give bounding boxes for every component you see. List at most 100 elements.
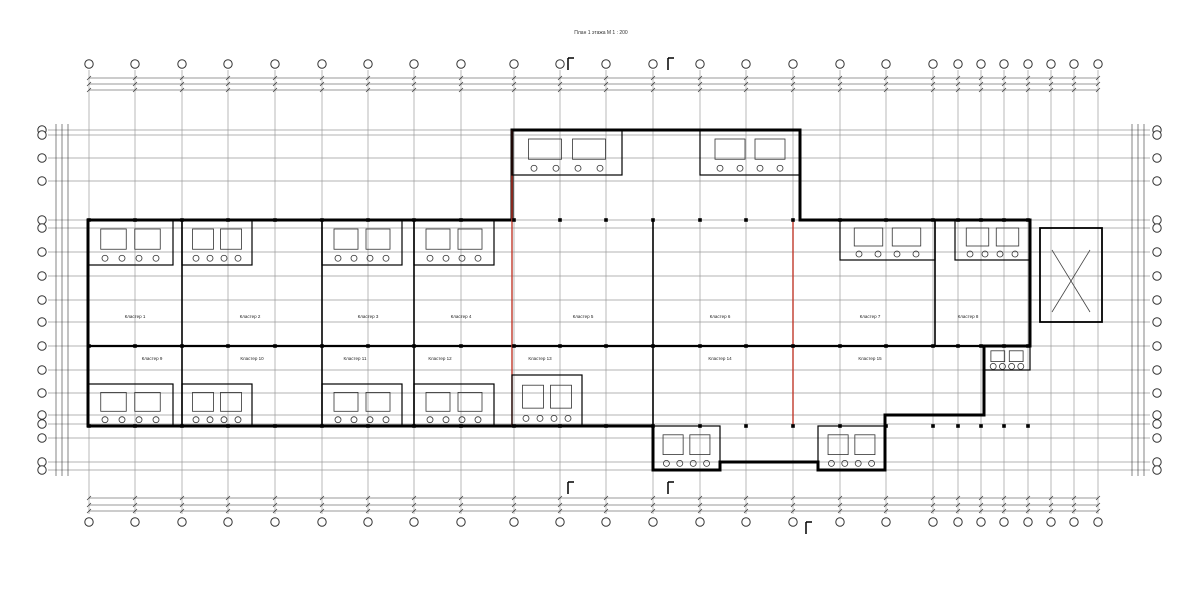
dimension-tick bbox=[411, 75, 417, 81]
dimension-tick bbox=[458, 495, 464, 501]
axis-bubble-top bbox=[788, 59, 798, 69]
dimension-tick bbox=[557, 508, 563, 514]
fixture-symbol bbox=[564, 414, 572, 422]
dimension-tick bbox=[650, 508, 656, 514]
room-label-upper: Кластер 4 bbox=[451, 314, 472, 319]
fixture-symbol bbox=[426, 416, 434, 424]
fixture-symbol bbox=[522, 414, 530, 422]
fixture-symbol bbox=[868, 459, 875, 467]
axis-bubble-right bbox=[1152, 388, 1162, 398]
dimension-tick bbox=[179, 508, 185, 514]
service-room bbox=[87, 383, 174, 427]
axis-bubble-left bbox=[37, 465, 47, 475]
axis-bubble-right bbox=[1152, 247, 1162, 257]
axis-bubble-right bbox=[1152, 317, 1162, 327]
service-room bbox=[181, 219, 253, 266]
dimension-tick bbox=[458, 75, 464, 81]
axis-bubble-top bbox=[928, 59, 938, 69]
dimension-tick bbox=[272, 75, 278, 81]
wc-cubicle bbox=[192, 228, 214, 250]
fixture-symbol bbox=[350, 254, 358, 262]
fixture-symbol bbox=[382, 416, 390, 424]
dimension-tick bbox=[978, 81, 984, 87]
dimension-tick bbox=[511, 502, 517, 508]
fixture-symbol bbox=[689, 459, 697, 467]
dimension-tick bbox=[883, 75, 889, 81]
axis-bubble-bottom bbox=[456, 517, 466, 527]
structural-column bbox=[979, 344, 983, 348]
axis-bubble-bottom bbox=[317, 517, 327, 527]
axis-bubble-bottom bbox=[130, 517, 140, 527]
dimension-tick bbox=[790, 87, 796, 93]
structural-column bbox=[604, 218, 608, 222]
wc-cubicle bbox=[550, 384, 572, 409]
axis-bubble-left bbox=[37, 365, 47, 375]
fixture-symbol bbox=[458, 254, 466, 262]
axis-bubble-left bbox=[37, 247, 47, 257]
dimension-tick bbox=[1071, 81, 1077, 87]
service-room bbox=[413, 383, 495, 427]
dimension-tick bbox=[883, 81, 889, 87]
axis-bubble-top bbox=[1046, 59, 1056, 69]
axis-bubble-bottom bbox=[1023, 517, 1033, 527]
dimension-tick bbox=[365, 81, 371, 87]
axis-bubble-top bbox=[835, 59, 845, 69]
structural-column bbox=[273, 218, 277, 222]
axis-bubble-bottom bbox=[363, 517, 373, 527]
fixture-symbol bbox=[736, 164, 744, 172]
fixture-symbol bbox=[152, 416, 160, 424]
drawing-title: План 1 этажа М 1 : 200 bbox=[574, 30, 628, 36]
wc-cubicle bbox=[827, 434, 849, 455]
dimension-tick bbox=[883, 495, 889, 501]
dimension-tick bbox=[458, 502, 464, 508]
service-room bbox=[839, 219, 936, 261]
fixture-symbol bbox=[152, 254, 160, 262]
dimension-tick bbox=[955, 81, 961, 87]
axis-bubble-right bbox=[1152, 419, 1162, 429]
fixture-symbol bbox=[426, 254, 434, 262]
axis-bubble-left bbox=[37, 388, 47, 398]
axis-bubble-right bbox=[1152, 130, 1162, 140]
fixture-symbol bbox=[855, 250, 863, 258]
wc-cubicle bbox=[522, 384, 544, 409]
fixture-symbol bbox=[118, 254, 126, 262]
dimension-tick bbox=[225, 508, 231, 514]
axis-bubble-bottom bbox=[1093, 517, 1103, 527]
axis-bubble-left bbox=[37, 341, 47, 351]
axis-bubble-left bbox=[37, 433, 47, 443]
wc-cubicle bbox=[220, 391, 242, 412]
dimension-tick bbox=[1025, 508, 1031, 514]
dimension-tick bbox=[883, 508, 889, 514]
dimension-tick bbox=[365, 508, 371, 514]
structural-column bbox=[366, 344, 370, 348]
axis-bubble-top bbox=[741, 59, 751, 69]
dimension-tick bbox=[1025, 81, 1031, 87]
dimension-tick bbox=[1095, 495, 1101, 501]
axis-bubble-top bbox=[409, 59, 419, 69]
axis-bubble-bottom bbox=[953, 517, 963, 527]
structural-column bbox=[273, 344, 277, 348]
fixture-symbol bbox=[1008, 362, 1015, 370]
fixture-symbol bbox=[474, 416, 482, 424]
dimension-tick bbox=[978, 508, 984, 514]
axis-bubble-top bbox=[1093, 59, 1103, 69]
wc-cubicle bbox=[457, 228, 483, 250]
axis-bubble-top bbox=[953, 59, 963, 69]
axis-bubble-bottom bbox=[788, 517, 798, 527]
wc-cubicle bbox=[134, 391, 161, 412]
structural-column bbox=[320, 344, 324, 348]
axis-bubble-right bbox=[1152, 153, 1162, 163]
dimension-tick bbox=[1048, 508, 1054, 514]
dimension-tick bbox=[1025, 495, 1031, 501]
dimension-tick bbox=[603, 508, 609, 514]
axis-bubble-left bbox=[37, 317, 47, 327]
dimension-tick bbox=[511, 75, 517, 81]
axis-bubble-bottom bbox=[695, 517, 705, 527]
dimension-tick bbox=[930, 495, 936, 501]
dimension-tick bbox=[225, 81, 231, 87]
fixture-symbol bbox=[234, 254, 242, 262]
fixture-symbol bbox=[596, 164, 604, 172]
room-label-lower: Кластер 13 bbox=[528, 356, 552, 361]
